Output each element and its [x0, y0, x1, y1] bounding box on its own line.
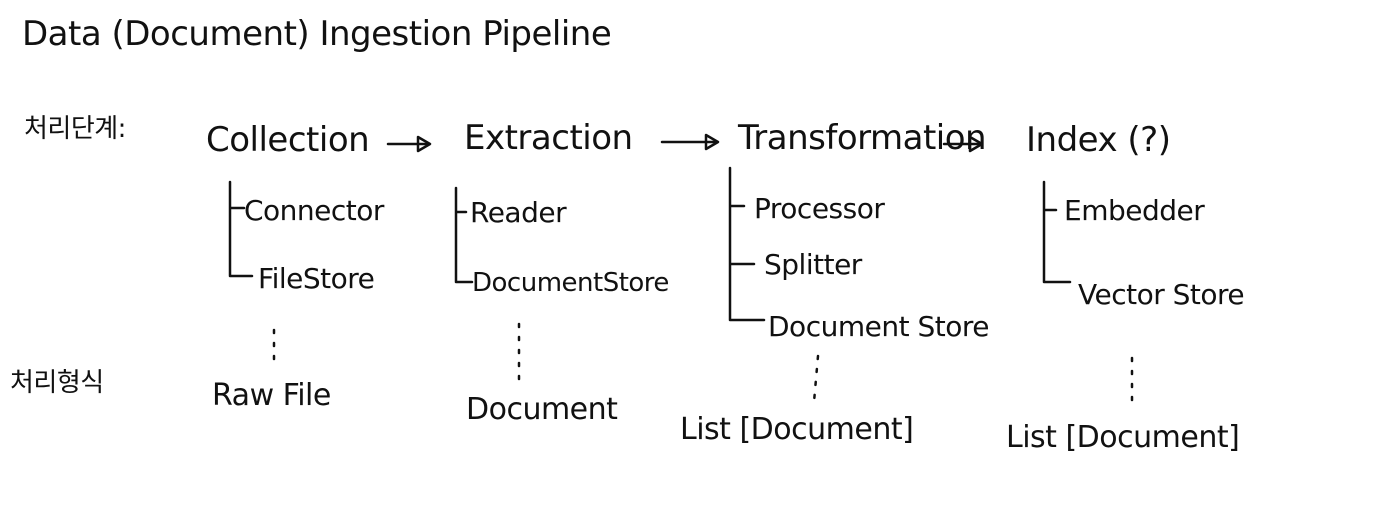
tree-collection	[228, 180, 254, 278]
format-list-document-1: List [Document]	[680, 412, 914, 447]
component-filestore: FileStore	[258, 262, 375, 295]
component-reader: Reader	[470, 196, 567, 229]
component-document-store: Document Store	[768, 310, 989, 343]
formats-row-label: 처리형식	[10, 368, 104, 398]
arrow-transformation-to-index	[942, 135, 984, 153]
tree-extraction	[454, 186, 474, 284]
format-document: Document	[466, 392, 618, 427]
arrow-extraction-to-transformation	[660, 133, 720, 151]
stage-extraction: Extraction	[464, 118, 633, 158]
diagram-title: Data (Document) Ingestion Pipeline	[22, 14, 612, 54]
tree-index	[1042, 180, 1072, 284]
stage-transformation: Transformation	[738, 118, 987, 158]
stages-row-label: 처리단계:	[24, 114, 126, 144]
component-connector: Connector	[244, 194, 384, 227]
component-vector-store: Vector Store	[1078, 278, 1245, 311]
component-splitter: Splitter	[764, 248, 862, 281]
arrow-collection-to-extraction	[386, 135, 432, 153]
format-raw-file: Raw File	[212, 378, 331, 413]
stage-collection: Collection	[206, 120, 370, 160]
dots-transformation	[812, 354, 820, 404]
tree-transformation	[728, 166, 766, 322]
component-documentstore: DocumentStore	[472, 268, 669, 298]
stage-index: Index (?)	[1026, 120, 1171, 160]
component-embedder: Embedder	[1064, 194, 1205, 227]
component-processor: Processor	[754, 192, 885, 225]
format-list-document-2: List [Document]	[1006, 420, 1240, 455]
